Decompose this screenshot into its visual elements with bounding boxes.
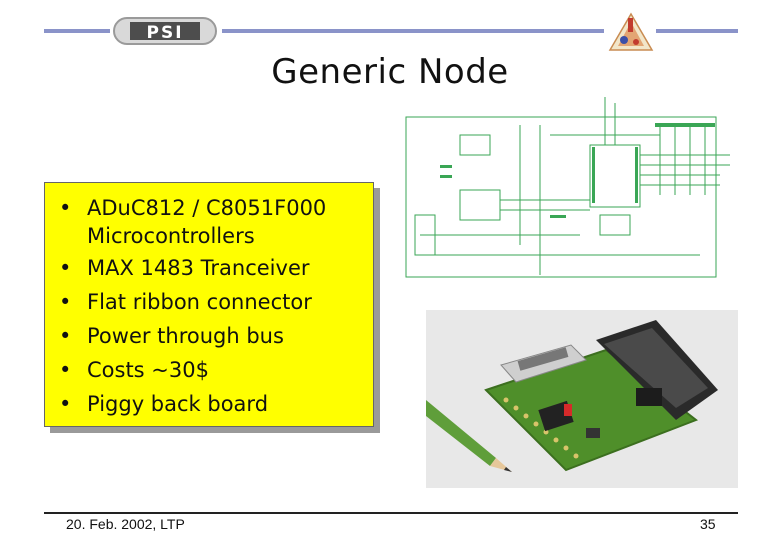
bullet-box: • ADuC812 / C8051F000 Microcontrollers •… <box>44 182 374 427</box>
bullet-list: • ADuC812 / C8051F000 Microcontrollers •… <box>45 183 373 421</box>
slide-title: Generic Node <box>271 52 509 92</box>
header-line-middle <box>222 29 604 33</box>
bullet-text: Costs ~30$ <box>87 358 209 382</box>
footer-date-author: 20. Feb. 2002, LTP <box>66 516 185 532</box>
bullet-item: • Piggy back board <box>55 387 373 421</box>
bullet-marker: • <box>59 196 72 220</box>
bullet-item: • MAX 1483 Tranceiver <box>55 251 373 285</box>
bullet-text: ADuC812 / C8051F000 <box>87 196 327 220</box>
bullet-text: Piggy back board <box>87 392 269 416</box>
bullet-text: MAX 1483 Tranceiver <box>87 256 310 280</box>
header-line-left <box>44 29 110 33</box>
bullet-item: • ADuC812 / C8051F000 Microcontrollers <box>55 191 373 251</box>
board-photo-image <box>426 310 738 488</box>
bullet-marker: • <box>59 290 72 314</box>
bullet-item: • Costs ~30$ <box>55 353 373 387</box>
circuit-schematic-image <box>400 95 740 287</box>
institute-logo-icon <box>608 12 654 51</box>
header-line-right <box>656 29 738 33</box>
bullet-marker: • <box>59 324 72 348</box>
bullet-item: • Flat ribbon connector <box>55 285 373 319</box>
footer-divider <box>44 512 738 514</box>
bullet-text: Flat ribbon connector <box>87 290 312 314</box>
bullet-marker: • <box>59 392 72 416</box>
psi-logo: PSI <box>113 17 217 45</box>
bullet-marker: • <box>59 358 72 382</box>
bullet-marker: • <box>59 256 72 280</box>
page-number: 35 <box>700 516 716 532</box>
bullet-item: • Power through bus <box>55 319 373 353</box>
psi-logo-text: PSI <box>146 23 183 43</box>
bullet-text-continued: Microcontrollers <box>87 224 255 248</box>
bullet-text: Power through bus <box>87 324 284 348</box>
